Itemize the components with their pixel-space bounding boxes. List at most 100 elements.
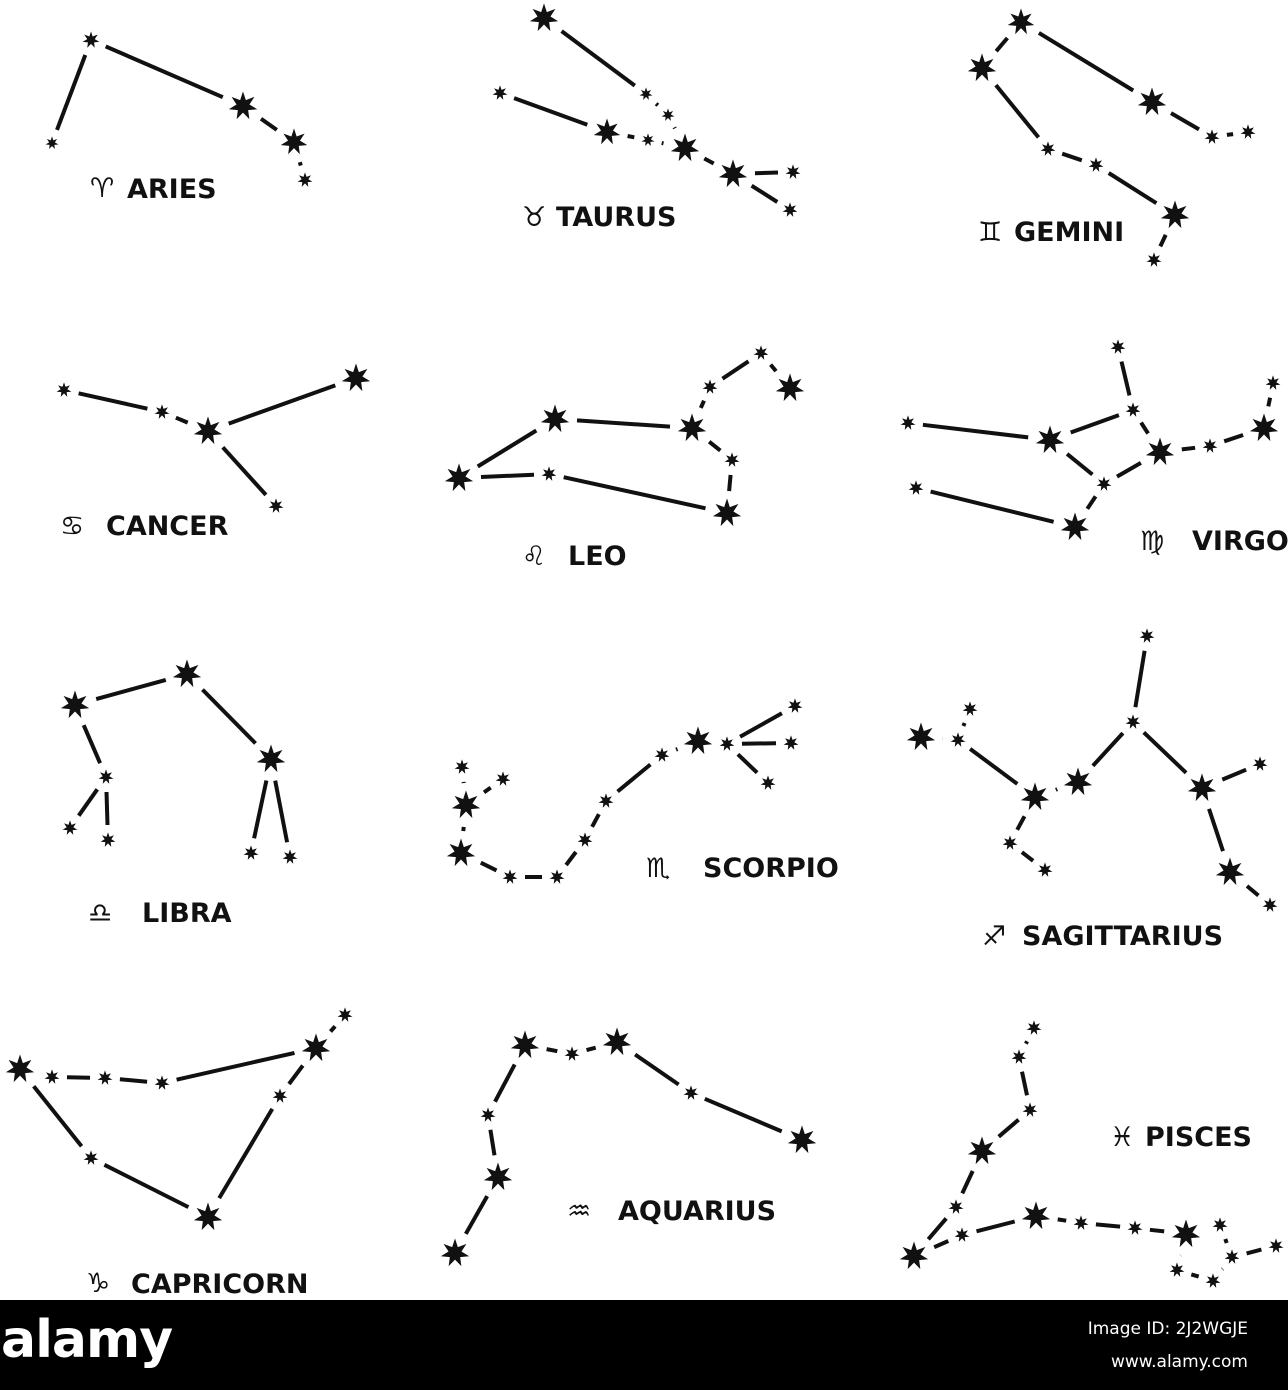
pisces-star-13 <box>1263 1233 1288 1258</box>
aries-line-1 <box>104 44 224 100</box>
pisces-star-4 <box>943 1194 969 1219</box>
cancer-line-3 <box>221 445 268 497</box>
sagittarius-star-12 <box>1257 892 1283 917</box>
gemini-star-2 <box>1133 82 1171 120</box>
virgo-star-10 <box>1056 507 1094 545</box>
leo-label: LEO <box>568 541 627 572</box>
aries-star-0 <box>40 131 64 154</box>
constellation-stars <box>1 0 1288 1293</box>
sagittarius-line-11 <box>1245 884 1260 898</box>
libra-star-5 <box>95 827 121 852</box>
virgo-line-10 <box>930 489 1055 524</box>
label-pisces: ♓ PISCES <box>1110 1122 1252 1153</box>
aquarius-line-0 <box>546 1047 558 1054</box>
taurus-star-5 <box>636 128 660 151</box>
taurus-star-4 <box>656 103 680 126</box>
scorpio-label: SCORPIO <box>703 853 839 884</box>
capricorn-star-5 <box>332 1002 358 1027</box>
capricorn-line-4 <box>329 1024 337 1033</box>
gemini-symbol: ♊ <box>978 217 1002 248</box>
scorpio-line-6 <box>590 813 601 828</box>
taurus-line-2 <box>672 126 677 130</box>
pisces-line-11 <box>1223 1238 1229 1244</box>
aquarius-star-0 <box>506 1025 544 1063</box>
sagittarius-line-8 <box>1020 850 1035 863</box>
gemini-label: GEMINI <box>1014 217 1124 248</box>
taurus-line-7 <box>754 170 779 176</box>
scorpio-star-11 <box>782 693 808 718</box>
aquarius-star-1 <box>559 1041 585 1066</box>
cancer-symbol: ♋ <box>60 511 84 542</box>
virgo-star-4 <box>1141 432 1179 470</box>
alamy-logo: alamy <box>1 1310 173 1370</box>
virgo-line-3 <box>1139 421 1150 435</box>
libra-line-6 <box>273 780 290 843</box>
virgo-star-5 <box>1197 433 1223 458</box>
pisces-line-5 <box>933 1239 950 1250</box>
pisces-star-7 <box>1017 1196 1055 1234</box>
label-sagittarius: ♐ SAGITTARIUS <box>982 921 1223 952</box>
gemini-star-6 <box>1083 152 1109 177</box>
leo-star-4 <box>697 374 723 399</box>
sagittarius-line-2 <box>1142 730 1188 775</box>
virgo-star-2 <box>1105 334 1131 359</box>
scorpio-star-9 <box>679 721 717 759</box>
scorpio-star-2 <box>447 785 485 823</box>
label-libra: ♎ LIBRA <box>88 898 232 929</box>
virgo-star-1 <box>1031 420 1069 458</box>
cancer-line-1 <box>175 415 189 425</box>
libra-line-1 <box>201 688 257 745</box>
sagittarius-star-1 <box>1120 709 1146 734</box>
libra-label: LIBRA <box>142 898 232 929</box>
pisces-label: PISCES <box>1145 1122 1252 1153</box>
scorpio-line-8 <box>675 747 679 752</box>
libra-symbol: ♎ <box>88 898 112 929</box>
sagittarius-star-10 <box>1032 857 1058 882</box>
leo-line-4 <box>769 363 778 373</box>
sagittarius-line-6 <box>1055 787 1058 792</box>
taurus-line-8 <box>750 184 779 204</box>
taurus-star-8 <box>780 159 806 184</box>
gemini-star-4 <box>1235 119 1261 144</box>
label-virgo: ♍ VIRGO <box>1140 526 1288 557</box>
aries-star-1 <box>77 26 105 53</box>
capricorn-star-4 <box>297 1028 335 1066</box>
watermark-bar: alamy Image ID: 2J2WGJE www.alamy.com <box>0 1300 1288 1390</box>
taurus-star-6 <box>666 128 704 166</box>
sagittarius-line-0 <box>1133 650 1147 708</box>
cancer-star-0 <box>51 377 77 402</box>
leo-line-6 <box>727 474 733 492</box>
taurus-symbol: ♉ <box>522 202 546 233</box>
sagittarius-star-5 <box>1016 777 1054 815</box>
virgo-line-7 <box>1065 452 1094 477</box>
sagittarius-line-9 <box>1221 767 1247 782</box>
scorpio-line-5 <box>564 850 578 867</box>
cancer-star-3 <box>337 358 375 396</box>
scorpio-star-4 <box>497 864 523 889</box>
taurus-line-6 <box>703 156 715 166</box>
capricorn-star-6 <box>267 1083 293 1108</box>
sagittarius-line-5 <box>968 747 1019 786</box>
leo-star-0 <box>440 458 478 496</box>
pisces-line-2 <box>997 1118 1020 1139</box>
taurus-line-3 <box>513 96 588 127</box>
scorpio-star-8 <box>649 742 675 767</box>
aquarius-line-2 <box>633 1052 680 1087</box>
scorpio-star-3 <box>442 833 480 871</box>
virgo-line-4 <box>1181 445 1196 452</box>
sagittarius-star-0 <box>1134 623 1160 648</box>
scorpio-star-7 <box>593 788 619 813</box>
pisces-star-2 <box>1017 1097 1043 1122</box>
sagittarius-line-7 <box>1015 815 1027 831</box>
sagittarius-line-4 <box>961 722 967 727</box>
capricorn-label: CAPRICORN <box>131 1269 309 1300</box>
virgo-star-7 <box>1260 370 1286 395</box>
virgo-star-0 <box>895 410 921 435</box>
gemini-star-0 <box>1003 3 1039 39</box>
scorpio-line-1 <box>482 785 492 795</box>
capricorn-line-6 <box>217 1107 275 1200</box>
pisces-line-3 <box>960 1170 975 1195</box>
label-leo: ♌ LEO <box>522 541 627 572</box>
sagittarius-star-9 <box>997 830 1023 855</box>
capricorn-star-0 <box>1 1049 39 1087</box>
